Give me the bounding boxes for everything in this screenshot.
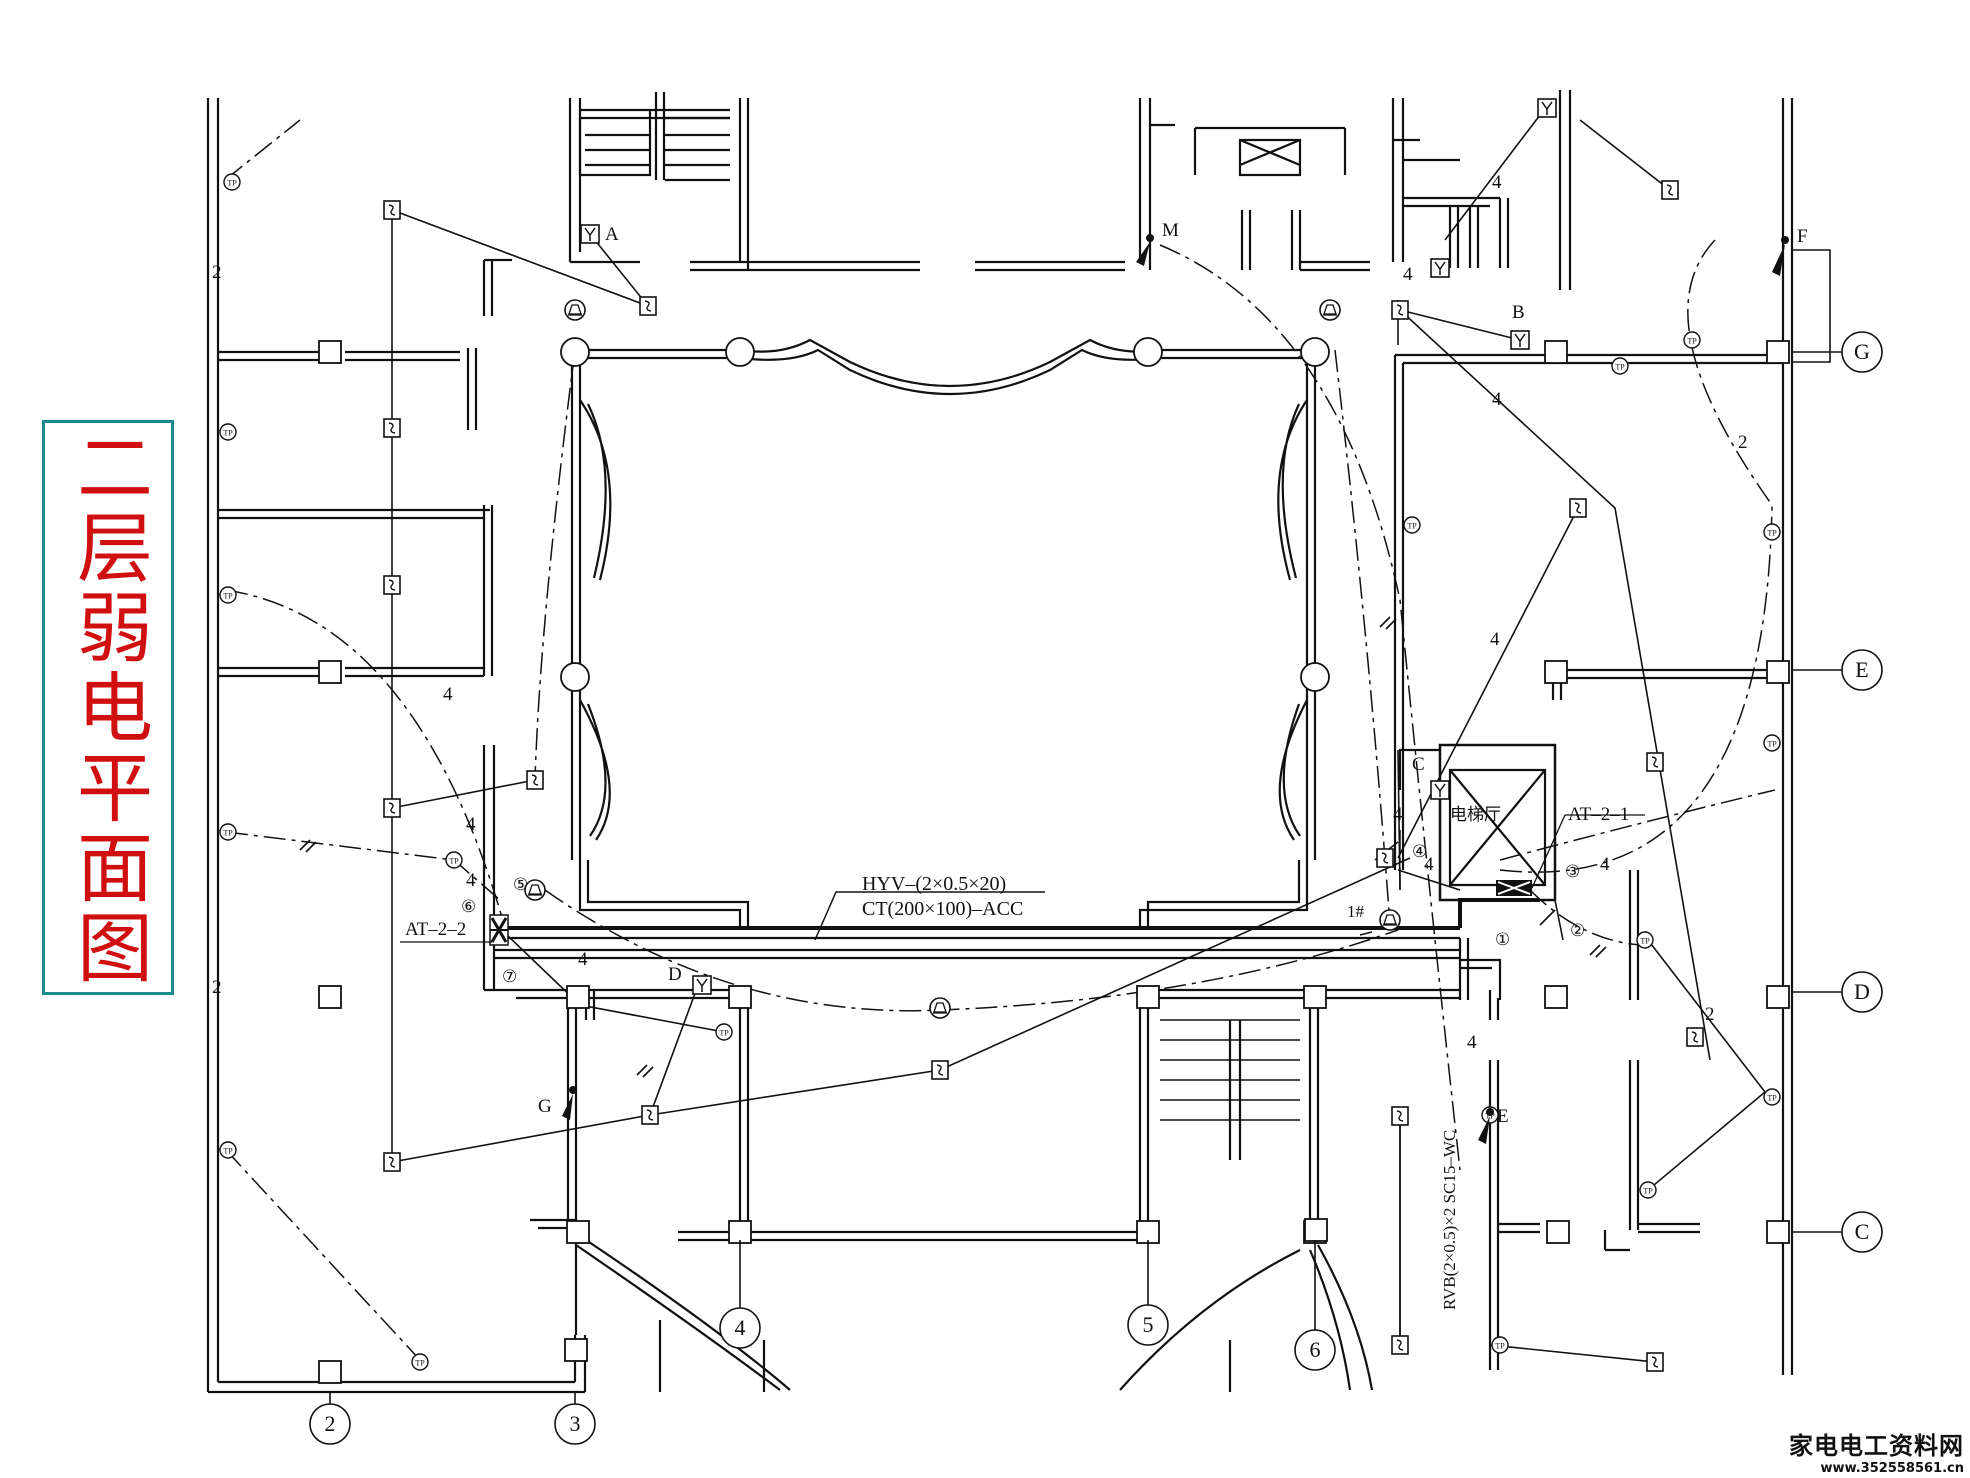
junction-box-at21	[1496, 814, 1645, 896]
junction-box-at22	[400, 914, 509, 946]
cable-spec-top: HYV–(2×0.5×20)	[862, 873, 1006, 895]
count-label: 4	[1490, 629, 1500, 650]
axis-bottom-3: 5	[1143, 1312, 1154, 1337]
tick-marks	[299, 616, 1607, 1078]
circled-1: ①	[1495, 930, 1510, 949]
circled-2: ②	[1570, 921, 1585, 940]
count-label: 4	[1492, 389, 1502, 410]
axis-bottom-2: 4	[735, 1315, 746, 1340]
count-label: 4	[443, 684, 453, 705]
label-riser: 1#	[1347, 902, 1365, 921]
annotations: HYV–(2×0.5×20) CT(200×100)–ACC RVB(2×0.5…	[212, 172, 1808, 1310]
circled-5: ⑤	[513, 875, 528, 894]
drawing-title: 二层弱电平面图	[64, 427, 153, 988]
count-label: 2	[212, 262, 222, 283]
watermark-url: www.352558561.cn	[1820, 1461, 1964, 1476]
point-d: D	[668, 964, 682, 985]
axis-bottom-4: 6	[1310, 1337, 1321, 1362]
axis-right-0: G	[1854, 339, 1870, 364]
circled-4: ④	[1412, 842, 1427, 861]
point-m: M	[1162, 220, 1179, 241]
watermark: 家电电工资料网 www.352558561.cn	[1789, 1426, 1964, 1476]
point-b: B	[1512, 302, 1525, 323]
round-columns	[560, 337, 1330, 692]
circled-7: ⑦	[502, 967, 517, 986]
point-g: G	[538, 1096, 552, 1117]
dash-lines	[224, 119, 1776, 1361]
label-at22: AT–2–2	[405, 919, 466, 940]
count-label: 4	[466, 814, 476, 835]
title-box: 二层弱电平面图	[42, 420, 174, 995]
count-label: 4	[1492, 172, 1502, 193]
axis-bottom-1: 3	[570, 1411, 581, 1436]
count-label: 4	[578, 949, 588, 970]
axis-labels: 2 3 4 5 6 G E D C	[325, 339, 1871, 1436]
count-label: 2	[1705, 1004, 1715, 1025]
terminal-dots	[562, 234, 1789, 1144]
count-label: 4	[1424, 854, 1434, 875]
point-c: C	[1412, 754, 1425, 775]
count-label: 2	[1738, 432, 1748, 453]
main-trunk-cable	[505, 891, 1540, 941]
count-label: 4	[1467, 1032, 1477, 1053]
axis-right-3: C	[1855, 1219, 1870, 1244]
circled-6: ⑥	[461, 897, 476, 916]
circled-3: ③	[1565, 862, 1580, 881]
cable-spec-vertical: RVB(2×0.5)×2 SC15–WC	[1440, 1130, 1459, 1310]
count-label: 4	[1600, 854, 1610, 875]
count-label: 4	[466, 870, 476, 891]
count-label: 2	[212, 977, 222, 998]
cable-spec-bottom: CT(200×100)–ACC	[862, 898, 1023, 920]
tv-outlets	[580, 98, 1557, 995]
point-f: F	[1797, 226, 1808, 247]
point-e: E	[1497, 1106, 1509, 1127]
count-label: 4	[1393, 804, 1403, 825]
label-elevator-hall: 电梯厅	[1450, 805, 1501, 824]
label-at21: AT–2–1	[1568, 804, 1629, 825]
axis-right-1: E	[1855, 657, 1868, 682]
walls	[206, 90, 1794, 1394]
count-label: 4	[1403, 264, 1413, 285]
point-a: A	[605, 224, 619, 245]
axis-bottom-0: 2	[325, 1411, 336, 1436]
watermark-name: 家电电工资料网	[1789, 1432, 1964, 1460]
axis-bubbles	[309, 249, 1883, 1445]
axis-right-2: D	[1854, 979, 1870, 1004]
